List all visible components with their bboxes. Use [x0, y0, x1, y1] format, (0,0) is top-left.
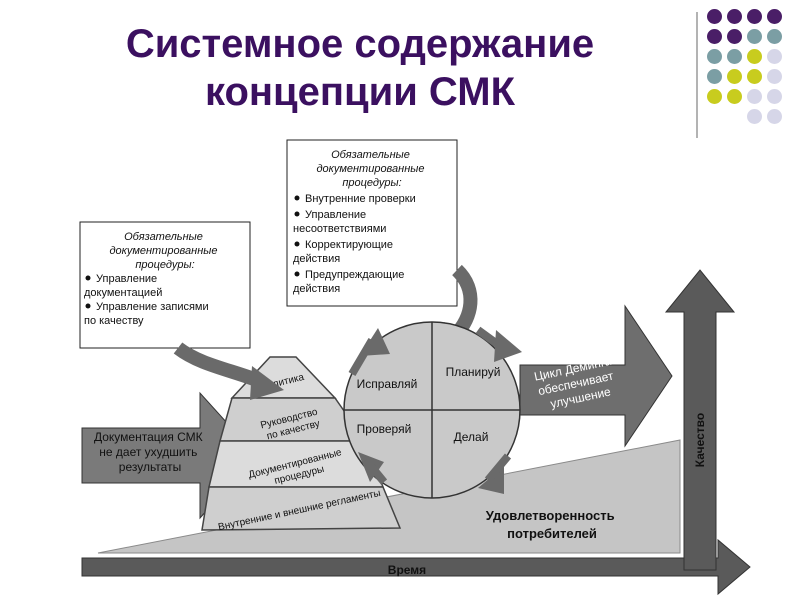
decor-dot	[707, 89, 722, 104]
procedures-box-left-heading: Обязательные документированные процедуры…	[109, 231, 220, 271]
decor-dot	[767, 49, 782, 64]
decor-dot	[707, 49, 722, 64]
cycle-arrow-icon	[494, 330, 522, 362]
pdca-check-label: Проверяй	[357, 422, 412, 436]
satisfaction-label: Удовлетворенность потребителей	[486, 508, 618, 541]
decor-dot	[767, 9, 782, 24]
procedures-box-top-item-1: Внутренние проверки	[305, 193, 416, 205]
decor-dot	[727, 29, 742, 44]
pdca-cycle	[343, 321, 521, 499]
bullet-icon	[294, 241, 300, 247]
procedures-box-top-item-3: Корректирующие действия	[293, 239, 396, 265]
decor-dot	[747, 89, 762, 104]
deming-arrow-text: Цикл Деминга обеспечивает улучшение	[533, 353, 622, 413]
decor-dot	[727, 9, 742, 24]
procedures-box-top-item-4: Предупреждающие действия	[293, 269, 407, 295]
procedures-box-left-item-2: Управление записями по качеству	[84, 301, 212, 327]
decor-dot	[767, 89, 782, 104]
bullet-icon	[85, 275, 91, 281]
pdca-plan-label: Планируй	[446, 365, 501, 379]
document-pyramid	[201, 356, 402, 531]
decor-dot	[727, 89, 742, 104]
bullet-icon	[85, 303, 91, 309]
slide-title-line-1: Системное содержание	[125, 22, 595, 66]
decor-dot	[767, 29, 782, 44]
decor-dot	[727, 49, 742, 64]
time-axis-label: Время	[388, 563, 426, 577]
bullet-icon	[294, 271, 300, 277]
procedures-box-top-item-2: Управление несоответствиями	[293, 209, 386, 235]
decor-dot	[747, 9, 762, 24]
slide-title: Системное содержание концепции СМК	[60, 20, 660, 116]
quality-axis-arrow	[664, 269, 736, 571]
box-left-to-pyramid-arrow	[173, 342, 284, 400]
decor-dot	[707, 9, 722, 24]
decor-dot	[747, 49, 762, 64]
decor-dot	[727, 69, 742, 84]
decor-dot	[767, 69, 782, 84]
pdca-cycle-arrows	[348, 326, 522, 494]
bullet-icon	[294, 211, 300, 217]
documentation-arrow-text: Документация СМК не дает ухудшить резуль…	[94, 430, 206, 474]
decor-dot	[747, 29, 762, 44]
decor-dot-grid	[707, 9, 800, 133]
pdca-do-label: Делай	[454, 430, 489, 444]
procedures-box-left-item-1: Управление документацией	[84, 273, 162, 299]
quality-axis-label: Качество	[693, 413, 707, 467]
procedures-box-top-heading: Обязательные документированные процедуры…	[316, 149, 427, 189]
decor-dot	[707, 29, 722, 44]
pdca-act-label: Исправляй	[357, 377, 418, 391]
time-axis-arrow	[81, 538, 751, 596]
procedures-box-top	[286, 139, 458, 307]
bullet-icon	[294, 195, 300, 201]
pyramid-level-regulations	[201, 486, 402, 531]
decor-dot	[747, 69, 762, 84]
decor-dot	[707, 69, 722, 84]
slide-title-line-2: концепции СМК	[204, 70, 516, 114]
procedures-box-left	[79, 221, 251, 349]
decor-dot	[767, 109, 782, 124]
decor-divider-line	[696, 12, 698, 138]
decor-dot	[747, 109, 762, 124]
deming-arrow	[519, 304, 673, 448]
